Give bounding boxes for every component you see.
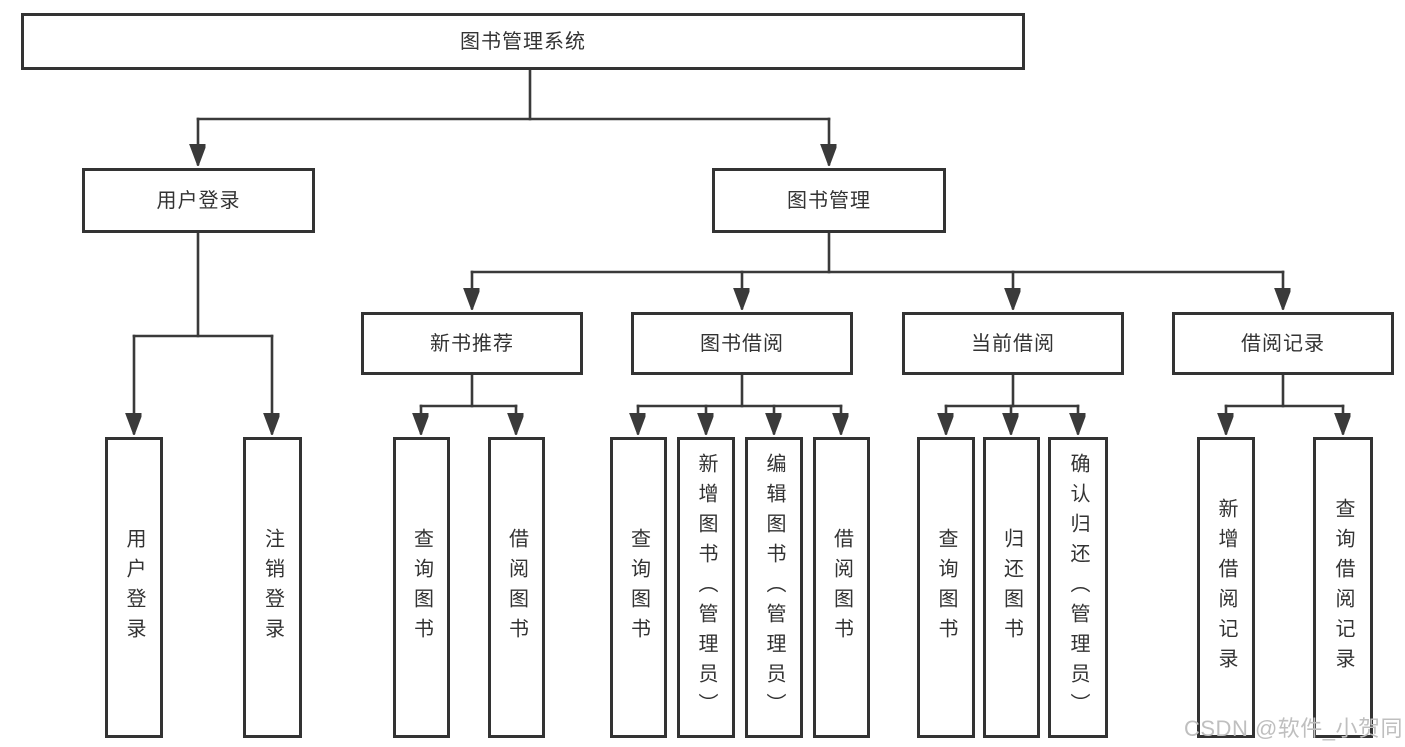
leaf-query-books-current: 查询图书: [917, 437, 975, 738]
node-library-management-system: 图书管理系统: [21, 13, 1025, 70]
node-new-book-recommendation: 新书推荐: [361, 312, 583, 375]
node-borrowing-records: 借阅记录: [1172, 312, 1394, 375]
leaf-logout: 注销登录: [243, 437, 302, 738]
node-book-borrowing: 图书借阅: [631, 312, 853, 375]
leaf-confirm-return-admin: 确认归还（管理员）: [1048, 437, 1108, 738]
leaf-add-book-admin: 新增图书（管理员）: [677, 437, 735, 738]
leaf-query-books-recommend: 查询图书: [393, 437, 450, 738]
leaf-query-borrowing-record: 查询借阅记录: [1313, 437, 1373, 738]
node-user-login: 用户登录: [82, 168, 315, 233]
leaf-borrow-books-borrowing: 借阅图书: [813, 437, 870, 738]
node-book-management: 图书管理: [712, 168, 946, 233]
leaf-borrow-books-recommend: 借阅图书: [488, 437, 545, 738]
leaf-query-books-borrowing: 查询图书: [610, 437, 667, 738]
leaf-user-login: 用户登录: [105, 437, 163, 738]
leaf-add-borrowing-record: 新增借阅记录: [1197, 437, 1255, 738]
node-current-borrowing: 当前借阅: [902, 312, 1124, 375]
leaf-edit-book-admin: 编辑图书（管理员）: [745, 437, 803, 738]
leaf-return-book: 归还图书: [983, 437, 1040, 738]
